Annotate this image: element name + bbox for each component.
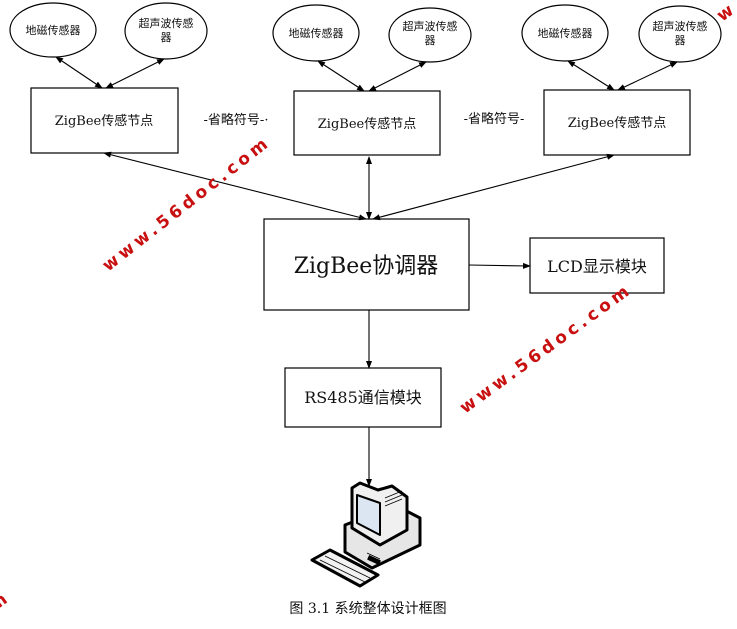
arrow (372, 153, 615, 221)
arrow (105, 58, 165, 89)
node-box-2 (293, 90, 441, 156)
coordinator-label: ZigBee协调器 (294, 254, 439, 279)
sensor-label: 器 (675, 34, 686, 47)
connectors (55, 56, 678, 487)
watermark: w (713, 0, 737, 26)
coordinator-box (263, 218, 470, 311)
arrow (617, 61, 678, 91)
sensor-geomagnetic-2 (272, 4, 360, 62)
sensor-label: 器 (425, 34, 436, 47)
sensor-ultrasonic-1 (124, 2, 208, 60)
arrow (103, 151, 367, 221)
node-label: ZigBee传感节点 (318, 116, 416, 132)
watermark: www.56doc.com (99, 132, 275, 276)
arrow (317, 60, 365, 92)
node-label: ZigBee传感节点 (55, 113, 153, 129)
sensor-label: 地磁传感器 (538, 27, 593, 40)
sensor-label: 超声波传感 (139, 16, 194, 30)
watermark: m (0, 587, 15, 616)
rs485-box (284, 367, 442, 428)
lcd-box (529, 237, 665, 294)
node-box-3 (543, 89, 691, 156)
desktop-computer-icon (310, 481, 422, 588)
arrow (55, 56, 103, 89)
sensor-ultrasonic-2 (388, 7, 472, 63)
sensor-geomagnetic-3 (521, 4, 609, 62)
node-label: ZigBee传感节点 (568, 115, 666, 131)
arrow (567, 60, 615, 91)
sensor-label: 超声波传感 (653, 19, 708, 33)
sensor-label: 地磁传感器 (26, 24, 81, 37)
watermark: www.56doc.com (456, 280, 636, 418)
figure-caption: 图 3.1 系统整体设计框图 (289, 601, 446, 617)
arrow (368, 61, 427, 92)
sensor-geomagnetic-1 (9, 2, 97, 58)
sensor-ultrasonic-3 (638, 5, 722, 63)
sensor-label: 器 (161, 31, 172, 44)
sensor-label: 地磁传感器 (289, 27, 344, 40)
ellipsis-label: -省略符号- (464, 111, 525, 127)
arrow (468, 262, 531, 269)
ellipsis-label: -省略符号-· (204, 112, 269, 128)
sensor-label: 超声波传感 (403, 19, 458, 33)
lcd-label: LCD显示模块 (547, 257, 647, 276)
rs485-label: RS485通信模块 (304, 388, 422, 407)
node-box-1 (30, 87, 179, 154)
